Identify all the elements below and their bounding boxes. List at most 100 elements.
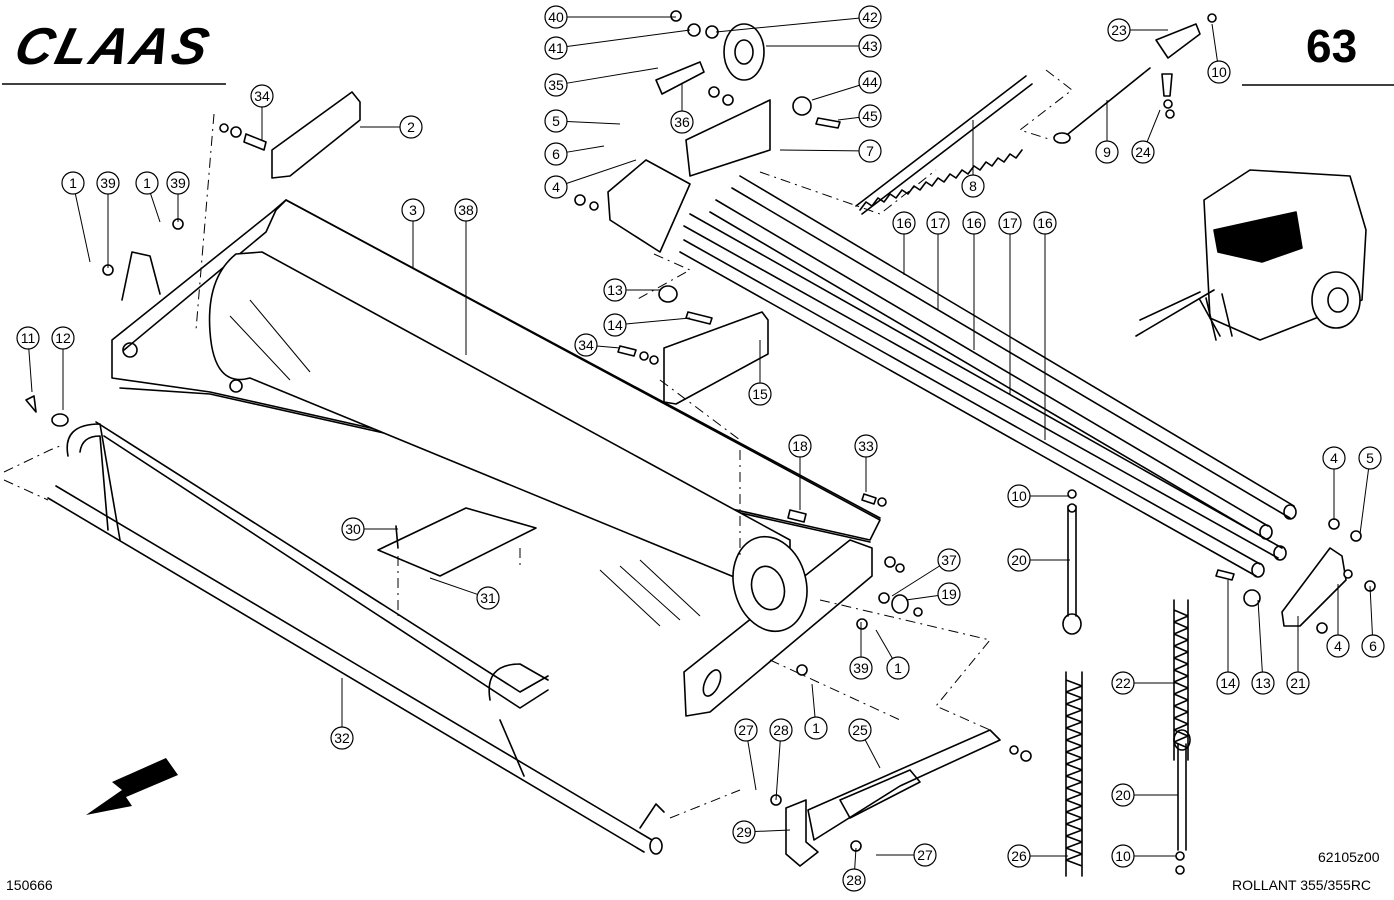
callout-number: 8 <box>969 178 977 194</box>
roller-drum <box>208 251 808 633</box>
callout-14: 14 <box>1216 580 1240 695</box>
callout-number: 10 <box>1115 848 1131 864</box>
callout-circle <box>732 820 756 844</box>
callout-2: 2 <box>360 115 423 139</box>
callout-number: 2 <box>407 119 415 135</box>
callout-circle <box>250 84 274 108</box>
callout-leader <box>779 149 860 152</box>
callout-leader <box>625 317 691 325</box>
callout-37: 37 <box>891 548 961 597</box>
callout-circle <box>734 718 758 742</box>
callout-number: 28 <box>773 722 789 738</box>
callout-20: 20 <box>1111 783 1178 807</box>
callout-11: 11 <box>16 326 40 393</box>
callout-28: 28 <box>769 718 793 801</box>
callout-circle <box>544 36 568 60</box>
callout-number: 5 <box>1366 450 1374 466</box>
callout-43: 43 <box>766 34 882 58</box>
callout-26: 26 <box>1007 844 1068 868</box>
callout-number: 11 <box>21 330 36 346</box>
callout-circle <box>16 326 40 350</box>
callout-18: 18 <box>788 434 812 510</box>
callout-6: 6 <box>544 142 605 166</box>
callout-number: 4 <box>552 179 560 195</box>
callout-circle <box>1251 671 1275 695</box>
bracket-7 <box>685 99 771 177</box>
pulley-43 <box>723 23 765 81</box>
callout-leader <box>747 740 757 791</box>
callout-13: 13 <box>603 278 660 302</box>
callout-34: 34 <box>574 333 621 357</box>
callout-leader <box>837 116 860 121</box>
callout-leader <box>875 629 893 659</box>
callout-circle <box>544 109 568 133</box>
callout-circle <box>1033 211 1057 235</box>
callout-circle <box>854 434 878 458</box>
arm-25 <box>807 729 1001 841</box>
callout-circle <box>1007 548 1031 572</box>
callout-39: 39 <box>849 622 873 680</box>
callout-circle <box>1207 60 1231 84</box>
callout-circle <box>544 5 568 29</box>
callout-leader <box>811 683 816 718</box>
callout-circle <box>858 70 882 94</box>
callout-circle <box>748 382 772 406</box>
callout-circle <box>1358 446 1382 470</box>
callout-12: 12 <box>51 326 75 410</box>
callout-39: 39 <box>166 171 190 222</box>
callout-circle <box>1326 634 1350 658</box>
callout-circle <box>858 104 882 128</box>
callout-24: 24 <box>1131 109 1161 164</box>
callout-circle <box>544 142 568 166</box>
callout-number: 6 <box>552 146 560 162</box>
callout-number: 16 <box>966 215 982 231</box>
callout-number: 13 <box>1255 675 1271 691</box>
callout-6: 6 <box>1361 585 1385 658</box>
callout-circle <box>1361 634 1385 658</box>
callout-number: 40 <box>548 9 564 25</box>
callout-circle <box>937 548 961 572</box>
callout-circle <box>1322 446 1346 470</box>
callout-number: 21 <box>1290 675 1306 691</box>
callout-circle <box>1007 484 1031 508</box>
callout-38: 38 <box>454 198 478 355</box>
callout-number: 43 <box>862 38 878 54</box>
callout-leader <box>429 577 478 595</box>
callout-number: 27 <box>917 847 933 863</box>
callout-20: 20 <box>1007 548 1070 572</box>
tension-rods <box>679 175 1297 578</box>
callout-number: 42 <box>862 9 878 25</box>
callout-16: 16 <box>1033 211 1057 440</box>
callout-number: 9 <box>1103 144 1111 160</box>
callout-circle <box>1131 140 1155 164</box>
callout-number: 28 <box>846 872 862 888</box>
callout-leader <box>754 829 791 833</box>
brand-logo: CLAAS <box>9 18 218 76</box>
callout-number: 1 <box>143 175 151 191</box>
callout-number: 35 <box>548 77 564 93</box>
callout-circle <box>1111 844 1135 868</box>
callout-leader <box>1211 23 1218 62</box>
callout-13: 13 <box>1251 599 1275 695</box>
callout-number: 26 <box>1011 848 1027 864</box>
callout-8: 8 <box>961 120 985 198</box>
callout-45: 45 <box>837 104 882 128</box>
callout-leader <box>28 348 33 393</box>
callout-circle <box>858 139 882 163</box>
callout-5: 5 <box>1358 446 1382 535</box>
callout-number: 34 <box>254 88 270 104</box>
handle-latch <box>121 251 161 301</box>
spring-8 <box>855 75 1033 215</box>
callout-10: 10 <box>1007 484 1068 508</box>
callout-16: 16 <box>962 211 986 350</box>
callout-number: 36 <box>674 114 690 130</box>
callout-30: 30 <box>341 517 398 541</box>
callout-circle <box>1095 140 1119 164</box>
callout-32: 32 <box>330 678 354 750</box>
hardware-items <box>102 10 1376 875</box>
callout-number: 34 <box>578 337 594 353</box>
callout-circle <box>998 211 1022 235</box>
callout-27: 27 <box>876 843 937 867</box>
callout-19: 19 <box>905 582 961 606</box>
